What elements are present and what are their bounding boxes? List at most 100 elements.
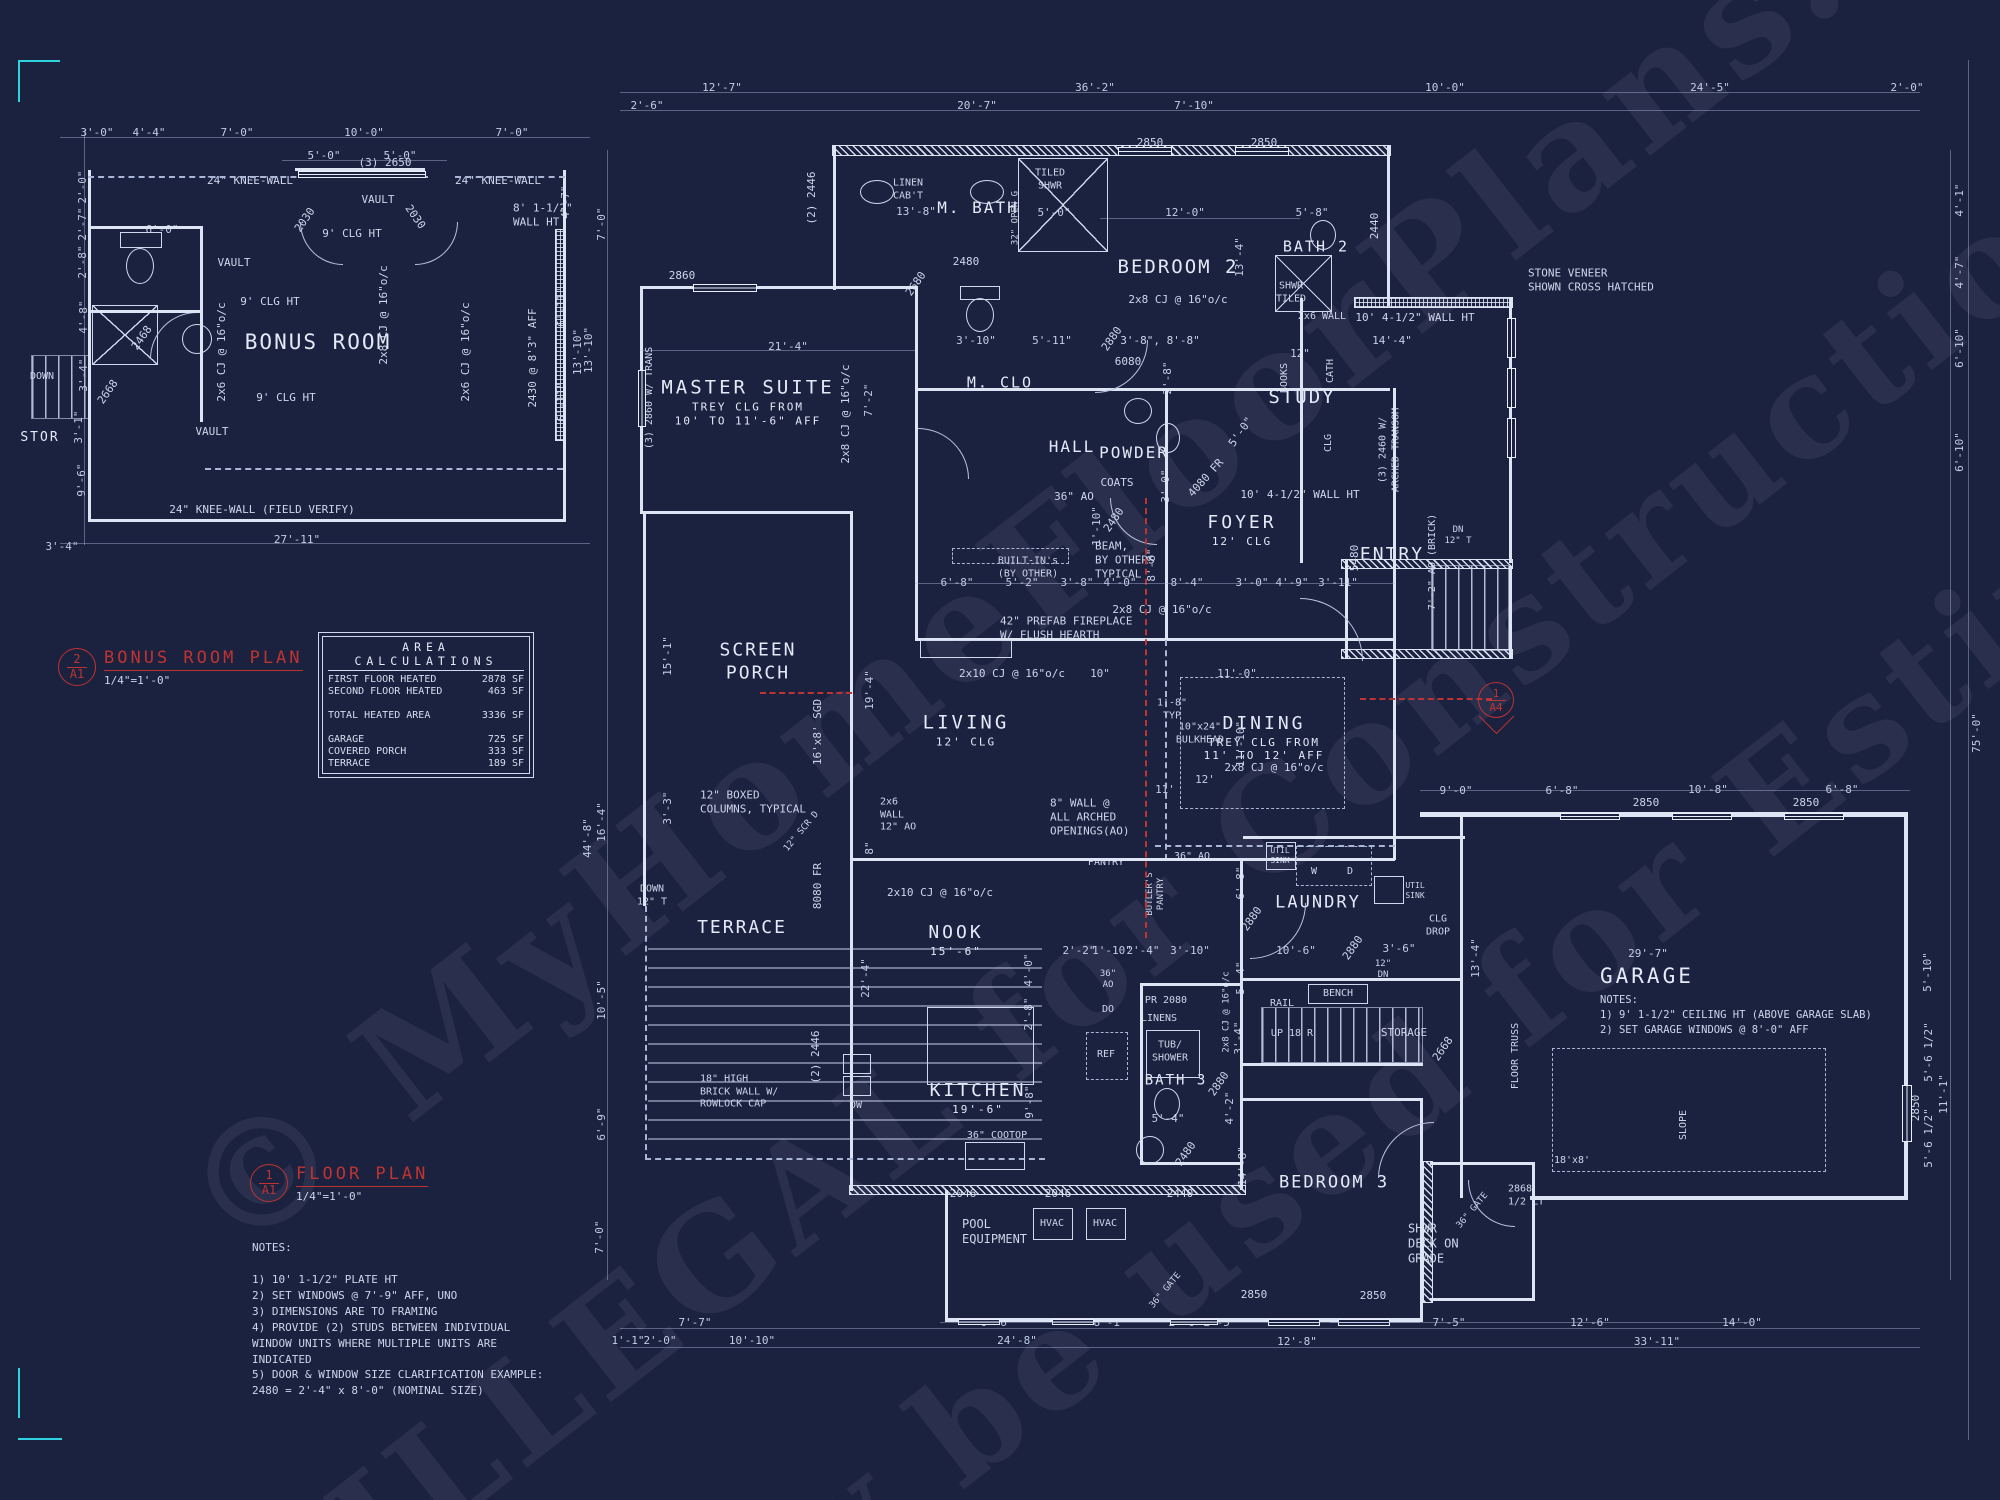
wall-segment bbox=[18, 60, 20, 102]
wall-segment bbox=[1124, 398, 1152, 424]
dim-label: 7'-2" bbox=[862, 383, 876, 417]
wall-segment bbox=[643, 514, 646, 906]
wall-segment bbox=[88, 310, 200, 313]
wall-segment bbox=[1420, 790, 1910, 791]
dim-label: 4'-0" bbox=[1103, 576, 1137, 590]
note-line: 1) 10' 1-1/2" PLATE HT bbox=[252, 1272, 398, 1286]
dim-label: 2'-0" bbox=[1890, 81, 1924, 95]
plan-label: 2668 bbox=[1429, 1034, 1456, 1064]
wall-segment bbox=[88, 176, 428, 178]
bonus-plan-name: BONUS ROOM PLAN bbox=[104, 648, 303, 671]
dim-label: 10'-0" bbox=[344, 126, 384, 140]
dim-label: 3'-8" bbox=[1060, 576, 1094, 590]
dim-label: 3'-4" bbox=[1232, 1021, 1246, 1055]
dim-label: 7'-0" bbox=[220, 126, 254, 140]
dim-label: 11'-1" bbox=[1937, 1074, 1951, 1114]
plan-label: 2x8 CJ @ 16"o/c bbox=[839, 364, 853, 464]
wall-segment bbox=[1033, 1208, 1073, 1240]
window-mark bbox=[1784, 813, 1844, 820]
area-calculations-title: AREA CALCULATIONS bbox=[328, 640, 524, 671]
wall-segment bbox=[860, 180, 894, 204]
door-swing-arc bbox=[1300, 598, 1363, 661]
plan-label: 2x8 CJ @ 16"o/c bbox=[1128, 293, 1228, 307]
plan-label: 2x6 CJ @ 16"o/c bbox=[459, 302, 473, 402]
room-label: SCREEN PORCH bbox=[719, 639, 797, 684]
dim-label: 5'-6 1/2" bbox=[1922, 1108, 1936, 1168]
wall-segment bbox=[620, 110, 1920, 111]
dim-label: 5'-11" bbox=[1032, 334, 1072, 348]
plan-label: VAULT bbox=[361, 193, 395, 207]
bonus-room-plan-title: 2 A1 BONUS ROOM PLAN 1/4"=1'-0" bbox=[58, 648, 303, 687]
plan-label: LINENS bbox=[1140, 1012, 1178, 1024]
plan-label: DO bbox=[1101, 1003, 1115, 1015]
room-label: BONUS ROOM bbox=[244, 329, 392, 354]
wall-segment bbox=[1341, 559, 1513, 569]
dim-label: 7'-7" bbox=[678, 1316, 712, 1330]
plan-label: FLOOR TRUSS bbox=[1509, 1022, 1521, 1090]
bubble-number: 1 bbox=[259, 1169, 279, 1184]
wall-segment bbox=[1420, 1098, 1423, 1322]
wall-segment bbox=[88, 170, 91, 522]
window-mark bbox=[298, 171, 426, 178]
door-swing-arc bbox=[300, 222, 343, 265]
dim-label: 8'-4" bbox=[1170, 576, 1204, 590]
plan-label: PR 2080 bbox=[1144, 994, 1188, 1006]
window-mark bbox=[1507, 418, 1516, 458]
wall-segment bbox=[620, 92, 1920, 93]
window-mark bbox=[1672, 813, 1732, 820]
plan-label: 2430 @ 8'3" AFF bbox=[526, 308, 540, 408]
wall-segment bbox=[1261, 1007, 1423, 1063]
plan-label: BENCH bbox=[1322, 987, 1354, 999]
wall-segment bbox=[1155, 845, 1395, 847]
wall-segment bbox=[126, 248, 154, 284]
wall-segment bbox=[1018, 158, 1108, 252]
note-line: 5) DOOR & WINDOW SIZE CLARIFICATION EXAM… bbox=[252, 1368, 544, 1398]
dim-label: 19'-4" bbox=[863, 670, 877, 710]
wall-segment bbox=[640, 511, 853, 514]
dim-label: 8'-8" bbox=[1145, 548, 1159, 582]
wall-segment bbox=[1552, 1048, 1826, 1172]
wall-segment bbox=[1165, 388, 1168, 640]
room-label: HALL bbox=[1048, 437, 1096, 456]
note-line: 1) 9' 1-1/2" CEILING HT (ABOVE GARAGE SL… bbox=[1600, 1009, 1872, 1022]
section-marker-number: 1 bbox=[1485, 687, 1507, 701]
wall-segment bbox=[200, 226, 203, 422]
dim-label: 4'-7" bbox=[559, 185, 573, 218]
plan-label: 12" SCR D bbox=[782, 809, 822, 854]
wall-segment bbox=[1950, 150, 1951, 1280]
wall-segment bbox=[960, 286, 1000, 300]
bubble-sheet: A1 bbox=[69, 666, 85, 681]
plan-label: 2850 bbox=[1240, 1288, 1268, 1302]
plan-label: 2x6 WALL bbox=[1297, 310, 1347, 322]
plan-notes-heading: NOTES: bbox=[252, 1240, 292, 1254]
area-calc-row bbox=[328, 698, 524, 710]
wall-segment bbox=[88, 519, 566, 522]
wall-segment bbox=[1431, 565, 1509, 651]
plan-label: 16'x8' SGD bbox=[811, 698, 825, 766]
dim-label: 75'-0" bbox=[1970, 713, 1984, 753]
wall-segment bbox=[88, 226, 203, 229]
plan-label: 2850 bbox=[1792, 796, 1820, 810]
wall-segment bbox=[1532, 1162, 1535, 1301]
plan-label: POOL EQUIPMENT bbox=[962, 1217, 1028, 1246]
dim-label: 3'-10" bbox=[1170, 944, 1210, 958]
wall-segment bbox=[1360, 698, 1492, 700]
dim-label: 6'-8" bbox=[940, 576, 974, 590]
window-mark bbox=[1902, 1085, 1912, 1142]
plan-label: (3) 2650 bbox=[358, 156, 412, 170]
plan-label: 36" GATE bbox=[1147, 1270, 1184, 1311]
wall-segment bbox=[915, 583, 1395, 584]
dim-label: 6'-10" bbox=[1953, 432, 1967, 472]
dim-label: 21'-4" bbox=[768, 340, 808, 354]
window-mark bbox=[1235, 147, 1289, 156]
dim-label: 14'-4" bbox=[1372, 334, 1412, 348]
dim-label: 3'-0" bbox=[80, 126, 114, 140]
plan-label: 9' CLG HT bbox=[256, 391, 316, 405]
wall-segment bbox=[915, 638, 1395, 641]
door-swing-arc bbox=[918, 428, 969, 479]
note-line: 2) SET WINDOWS @ 7'-9" AFF, UNO bbox=[252, 1288, 458, 1302]
